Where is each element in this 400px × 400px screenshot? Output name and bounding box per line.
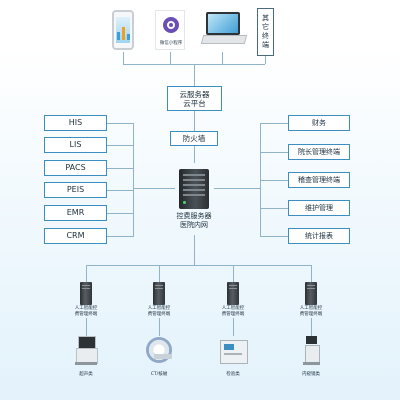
terminal-label-4: 人工智能控费管理终端 [289, 306, 333, 317]
laptop-icon [200, 12, 248, 46]
left-system-label: PACS [65, 163, 86, 173]
cloud-server-label: 云服务器 [179, 89, 210, 99]
left-system-box-3: PACS [44, 160, 107, 176]
left-system-label: EMR [66, 208, 85, 218]
left-system-box-5: EMR [44, 205, 107, 221]
right-system-label: 院长管理终端 [298, 147, 340, 156]
server-rack-icon [179, 169, 209, 210]
terminal-label-line2: 费管理终端 [74, 311, 98, 317]
drop-3 [233, 265, 234, 282]
terminal-label-line2: 费管理终端 [147, 311, 171, 317]
mini-program-drop-line [170, 52, 171, 64]
right-connector-3 [260, 180, 288, 181]
terminal-tower-icon [153, 282, 165, 305]
right-system-box-2: 院长管理终端 [288, 144, 350, 160]
device-label-3: 检验类 [226, 372, 240, 377]
device-label-1: 超声类 [79, 372, 93, 377]
left-connector-3 [107, 168, 134, 169]
phone-drop-line [123, 52, 124, 64]
left-connector-6 [107, 236, 134, 237]
top-to-cloud-line [194, 64, 195, 86]
right-to-server-line [214, 188, 260, 189]
terminal-label-3: 人工智能控费管理终端 [211, 306, 255, 317]
terminal-label-line2: 费管理终端 [221, 311, 245, 317]
laptop-drop-line [222, 52, 223, 64]
right-system-label: 维护管理 [305, 203, 333, 212]
right-connector-2 [260, 152, 288, 153]
terminal-label-line1: 人工智能控 [221, 306, 245, 311]
terminal-label-line1: 人工智能控 [74, 306, 98, 311]
server-label: 控费服务器 [176, 212, 212, 221]
left-system-label: HIS [68, 118, 83, 128]
right-system-box-5: 统计报表 [288, 228, 350, 244]
drop-4 [311, 265, 312, 282]
terminal-label-line1: 人工智能控 [147, 306, 171, 311]
left-system-box-1: HIS [44, 115, 107, 131]
left-system-label: LIS [69, 140, 82, 150]
other-terminal-box: 其它终端 [257, 8, 274, 56]
right-system-label: 统计报表 [305, 231, 333, 240]
terminal-label-line2: 费管理终端 [299, 311, 323, 317]
terminal-tower-icon [227, 282, 239, 305]
smartphone-icon [112, 10, 134, 50]
device-link-4 [311, 318, 312, 336]
left-to-server-line [133, 188, 175, 189]
bottom-bus-line [86, 265, 312, 266]
left-system-box-4: PEIS [44, 182, 107, 198]
device-link-2 [159, 318, 160, 336]
firewall-label: 防火墙 [182, 134, 206, 143]
cloud-platform-label: 云平台 [183, 98, 206, 108]
terminal-label-1: 人工智能控费管理终端 [64, 306, 108, 317]
mini-program-label: 微信小程序 [159, 41, 183, 46]
device-label-2: CT/核磁 [150, 372, 168, 377]
device-link-3 [233, 318, 234, 336]
right-connector-1 [260, 123, 288, 124]
right-connector-4 [260, 208, 288, 209]
left-system-label: PEIS [66, 185, 85, 195]
mini-program-tile: 微信小程序 [155, 10, 185, 50]
drop-1 [86, 265, 87, 282]
left-connector-4 [107, 190, 134, 191]
drop-2 [159, 265, 160, 282]
ultrasound-machine-icon [72, 336, 100, 366]
endoscope-cart-icon [297, 336, 325, 366]
right-system-label: 稽查管理终端 [298, 175, 340, 184]
terminal-label-line1: 人工智能控 [299, 306, 323, 311]
right-connector-5 [260, 236, 288, 237]
server-to-bus-line [194, 235, 195, 265]
left-connector-5 [107, 213, 134, 214]
device-label-4: 内窥镜类 [302, 372, 320, 377]
cloud-to-firewall-line [194, 111, 195, 131]
device-link-1 [86, 318, 87, 336]
mini-program-logo-icon [163, 17, 179, 33]
right-system-label: 财务 [312, 118, 326, 127]
ct-scanner-icon [145, 336, 173, 366]
left-connector-2 [107, 145, 134, 146]
lab-analyzer-icon [219, 336, 248, 366]
right-system-box-4: 维护管理 [288, 200, 350, 216]
left-system-box-6: CRM [44, 228, 107, 244]
left-system-label: CRM [66, 231, 85, 241]
right-system-box-1: 财务 [288, 115, 350, 131]
left-spine-line [133, 124, 134, 236]
left-connector-1 [107, 123, 134, 124]
intranet-label: 医院内网 [180, 220, 208, 229]
other-terminal-drop-line [265, 56, 266, 64]
terminal-tower-icon [80, 282, 92, 305]
server-box: 控费服务器 医院内网 [174, 163, 214, 235]
right-system-box-3: 稽查管理终端 [288, 172, 350, 188]
terminal-tower-icon [305, 282, 317, 305]
cloud-server-box: 云服务器 云平台 [167, 86, 222, 111]
other-terminal-label: 其它终端 [262, 14, 269, 49]
firewall-to-server-line [194, 146, 195, 163]
firewall-box: 防火墙 [170, 131, 218, 146]
left-system-box-2: LIS [44, 137, 107, 153]
terminal-label-2: 人工智能控费管理终端 [137, 306, 181, 317]
